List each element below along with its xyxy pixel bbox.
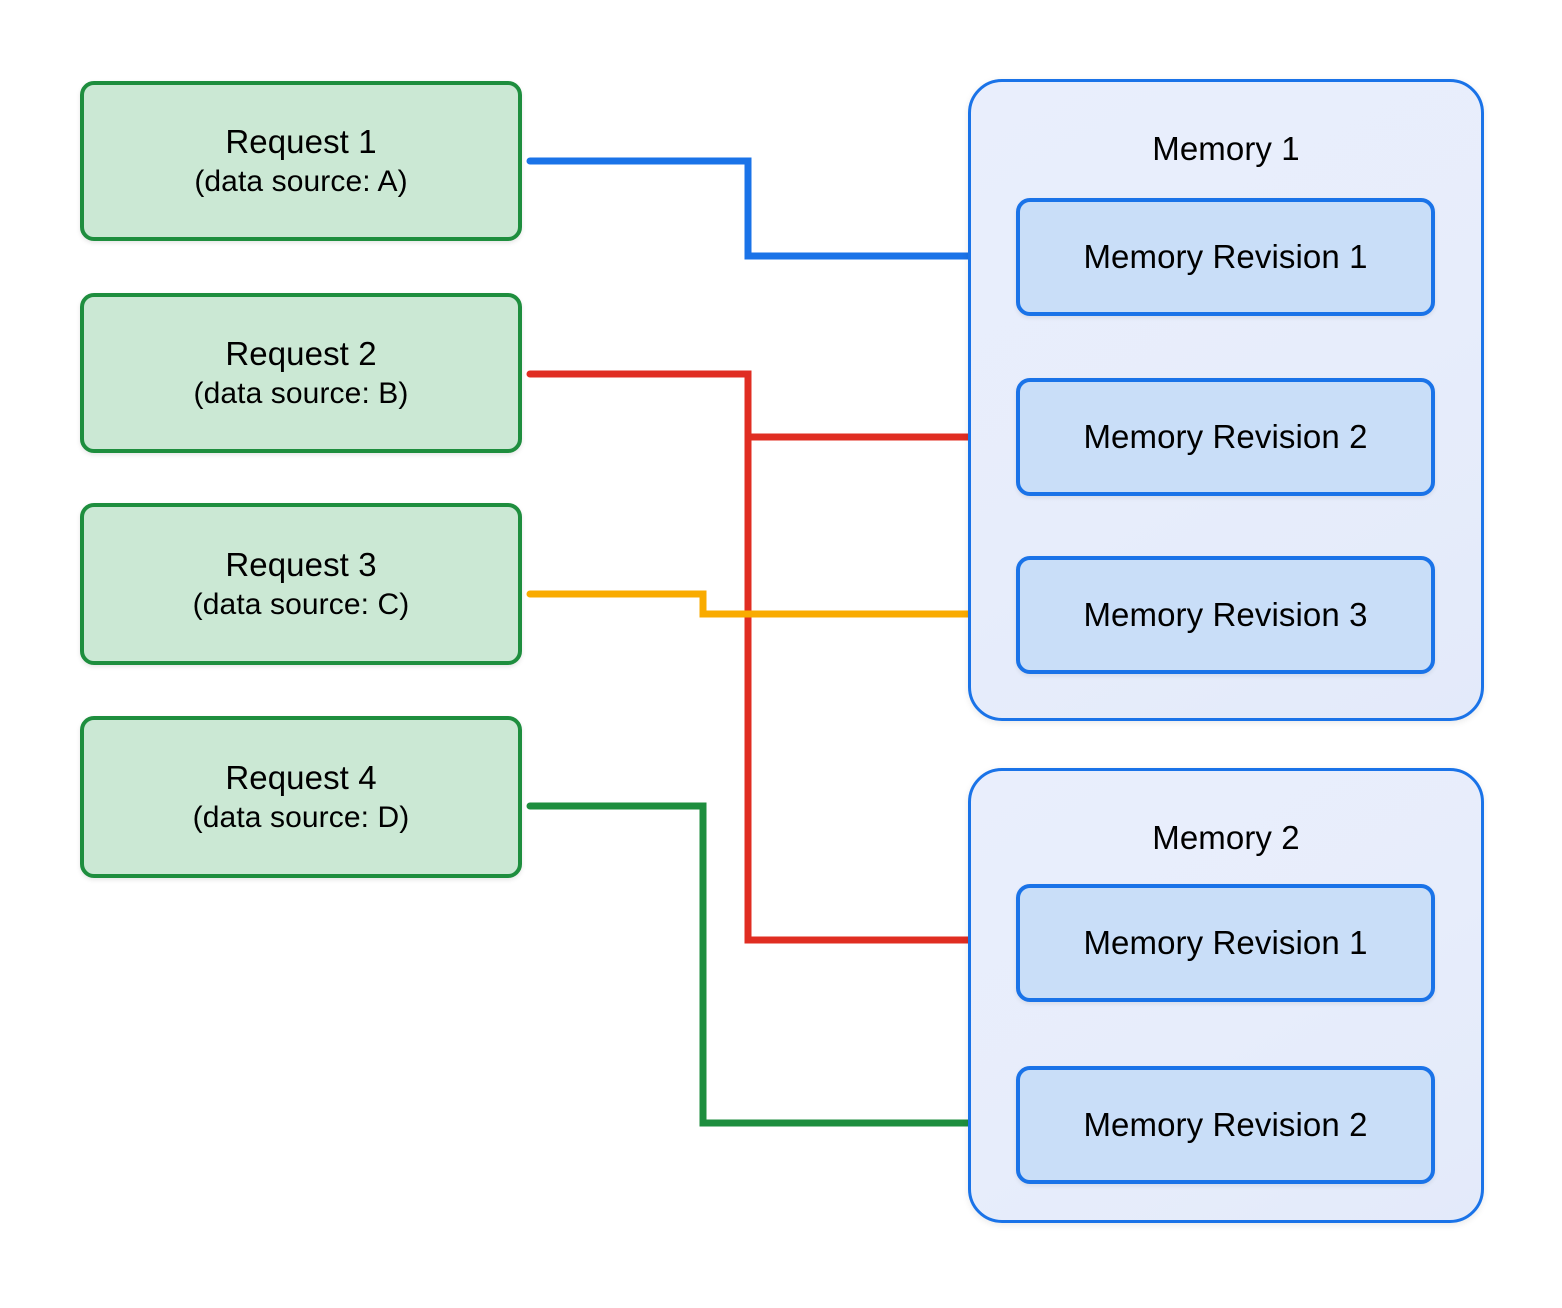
- memory-1-revision-box-1[interactable]: Memory Revision 1: [1016, 198, 1435, 316]
- memory-1-revision-box-2[interactable]: Memory Revision 2: [1016, 378, 1435, 496]
- connector-request-2-branch-a: [526, 370, 1000, 437]
- revision-label: Memory Revision 2: [1083, 1106, 1368, 1143]
- revision-label: Memory Revision 2: [1083, 418, 1368, 455]
- request-box-3[interactable]: Request 3 (data source: C): [80, 503, 522, 665]
- revision-label: Memory Revision 1: [1083, 238, 1368, 275]
- request-title: Request 2: [225, 335, 377, 373]
- request-box-1[interactable]: Request 1 (data source: A): [80, 81, 522, 241]
- request-subtitle: (data source: B): [193, 376, 409, 410]
- memory-1-revision-box-3[interactable]: Memory Revision 3: [1016, 556, 1435, 674]
- connector-request-2-branch-b: [744, 433, 1000, 940]
- request-subtitle: (data source: C): [192, 587, 410, 621]
- revision-label: Memory Revision 1: [1083, 924, 1368, 961]
- request-box-2[interactable]: Request 2 (data source: B): [80, 293, 522, 453]
- request-title: Request 4: [225, 759, 377, 797]
- connector-request-4: [526, 802, 1000, 1123]
- connector-request-3: [526, 590, 1000, 614]
- request-subtitle: (data source: D): [192, 800, 410, 834]
- memory-title: Memory 2: [1152, 819, 1300, 856]
- memory-title: Memory 1: [1152, 130, 1300, 167]
- memory-2-revision-box-1[interactable]: Memory Revision 1: [1016, 884, 1435, 1002]
- request-box-4[interactable]: Request 4 (data source: D): [80, 716, 522, 878]
- request-title: Request 1: [225, 123, 377, 161]
- revision-label: Memory Revision 3: [1083, 596, 1368, 633]
- connector-request-1: [526, 157, 1000, 256]
- request-subtitle: (data source: A): [194, 164, 408, 198]
- request-title: Request 3: [225, 546, 377, 584]
- memory-2-revision-box-2[interactable]: Memory Revision 2: [1016, 1066, 1435, 1184]
